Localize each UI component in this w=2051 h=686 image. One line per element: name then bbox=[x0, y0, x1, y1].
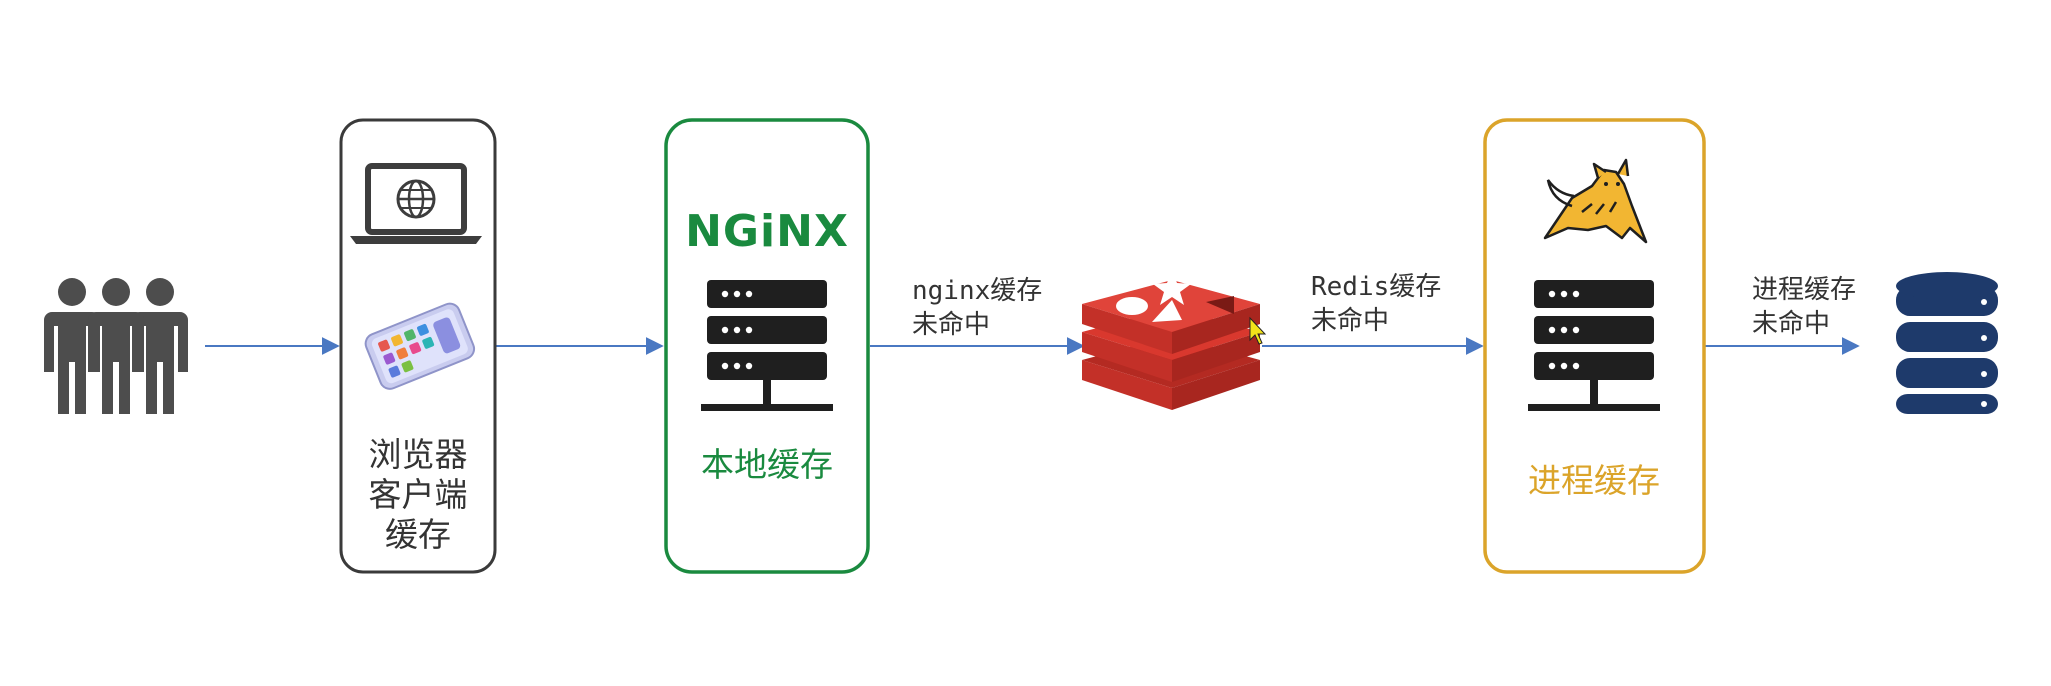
browser-label-line-3: 缓存 bbox=[385, 515, 451, 554]
redis-logo-icon bbox=[1082, 270, 1267, 410]
nginx-logo: NGiNX bbox=[685, 206, 849, 257]
tomcat-cat-icon bbox=[1543, 158, 1648, 244]
database-icon bbox=[1896, 272, 1998, 414]
nginx-miss-label: nginx缓存 未命中 bbox=[912, 276, 1042, 340]
nginx-label: 本地缓存 bbox=[701, 445, 833, 484]
nginx-miss-line-1: nginx缓存 bbox=[912, 276, 1042, 306]
users-icon bbox=[44, 278, 188, 414]
server-rack-icon bbox=[1528, 280, 1660, 411]
process-miss-label: 进程缓存 未命中 bbox=[1752, 275, 1856, 339]
smartphone-icon bbox=[364, 302, 476, 390]
browser-client-cache-box: 浏览器 客户端 缓存 bbox=[339, 118, 497, 574]
nginx-local-cache-box: NGiNX 本地缓存 bbox=[664, 118, 870, 574]
redis-miss-line-1: Redis缓存 bbox=[1311, 272, 1441, 302]
nginx-miss-line-2: 未命中 bbox=[912, 310, 990, 340]
process-miss-line-1: 进程缓存 bbox=[1752, 275, 1856, 305]
tomcat-label: 进程缓存 bbox=[1528, 461, 1660, 500]
process-miss-line-2: 未命中 bbox=[1752, 309, 1830, 339]
browser-label-line-2: 客户端 bbox=[369, 475, 468, 514]
laptop-globe-icon bbox=[350, 163, 482, 244]
browser-label-line-1: 浏览器 bbox=[369, 435, 468, 474]
server-rack-icon bbox=[701, 280, 833, 411]
tomcat-process-cache-box: 进程缓存 bbox=[1483, 118, 1706, 574]
redis-miss-line-2: 未命中 bbox=[1311, 306, 1389, 336]
redis-miss-label: Redis缓存 未命中 bbox=[1311, 272, 1441, 336]
